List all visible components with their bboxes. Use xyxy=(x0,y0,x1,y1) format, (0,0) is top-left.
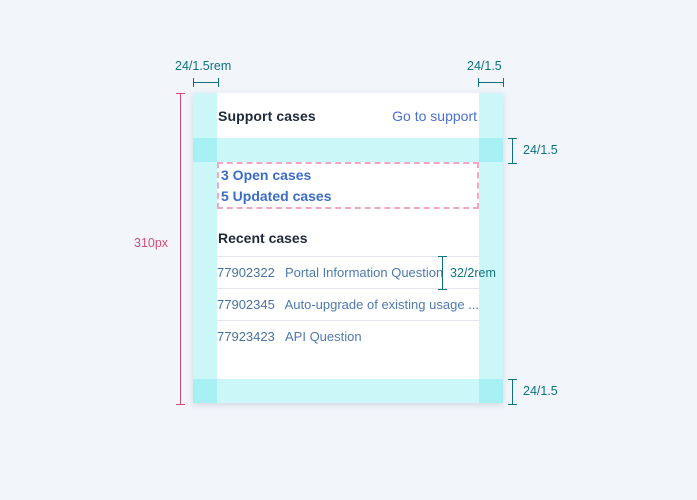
annotation-padding-right-label: 24/1.5 xyxy=(467,59,502,73)
spacing-overlay-right xyxy=(479,93,503,403)
annotation-header-gap-label: 24/1.5 xyxy=(523,143,558,157)
annotation-padding-left-bracket xyxy=(193,78,219,87)
case-name: API Question xyxy=(285,329,362,344)
card-header: Support cases Go to support xyxy=(218,93,477,138)
case-id: 77902322 xyxy=(217,265,275,280)
annotation-header-gap-bracket xyxy=(508,138,517,164)
case-id: 77923423 xyxy=(217,329,275,344)
go-to-support-link[interactable]: Go to support xyxy=(392,107,477,124)
annotation-bottom-padding-bracket xyxy=(508,379,517,405)
annotation-tile-height-label: 310px xyxy=(134,236,169,250)
annotation-padding-right-bracket xyxy=(478,78,504,87)
case-row[interactable]: 77902345 Auto-upgrade of existing usage … xyxy=(217,288,479,320)
annotation-row-height-bracket xyxy=(438,256,447,290)
annotation-tile-height-line xyxy=(176,93,185,405)
spacing-overlay-bottom xyxy=(193,379,503,403)
annotation-row-height-label: 32/2rem xyxy=(450,266,496,280)
quick-link[interactable]: 5 Updated cases xyxy=(221,188,332,204)
spacing-overlay-header-gap xyxy=(193,138,503,162)
cases-table: 77902322 Portal Information Question 779… xyxy=(217,256,479,352)
spacing-overlay-left xyxy=(193,93,217,403)
annotation-bottom-padding-label: 24/1.5 xyxy=(523,384,558,398)
quick-link[interactable]: 3 Open cases xyxy=(221,167,312,183)
case-row[interactable]: 77923423 API Question xyxy=(217,320,479,352)
case-id: 77902345 xyxy=(217,297,275,312)
recent-cases-heading: Recent cases xyxy=(218,230,308,246)
support-cases-tile: Support cases Go to support 3 Open cases… xyxy=(193,93,503,403)
annotation-padding-left-label: 24/1.5rem xyxy=(175,59,232,73)
case-name: Auto-upgrade of existing usage ... xyxy=(284,297,479,312)
case-row[interactable]: 77902322 Portal Information Question xyxy=(217,256,479,288)
case-name: Portal Information Question xyxy=(285,265,444,280)
card-title: Support cases xyxy=(218,107,316,124)
quick-links-group: 3 Open cases 5 Updated cases xyxy=(217,162,479,209)
